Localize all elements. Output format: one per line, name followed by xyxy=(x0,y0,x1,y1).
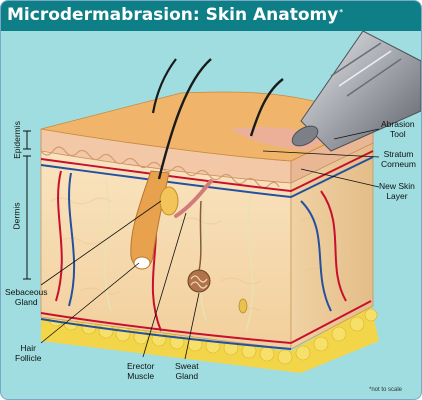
title-bar: Microdermabrasion: Skin Anatomy* xyxy=(1,1,421,31)
sebaceous-gland xyxy=(159,186,179,216)
abrasion-tool-illustration xyxy=(291,31,421,152)
fat-layer xyxy=(41,301,379,373)
minor-gland xyxy=(238,298,248,314)
hair-shaft xyxy=(151,58,177,114)
callout-lines xyxy=(40,128,380,360)
stratum-corneum-label: Stratum Corneum xyxy=(381,149,416,169)
nerve-fibers xyxy=(104,180,254,332)
hair-follicle xyxy=(130,58,212,270)
page-title: Microdermabrasion: Skin Anatomy* xyxy=(7,5,344,25)
erector-muscle-label: Erector Muscle xyxy=(127,361,155,381)
epidermis-label: Epidermis xyxy=(11,121,22,159)
not-to-scale-note: *not to scale xyxy=(369,387,403,393)
hair-shaft xyxy=(249,78,284,137)
sweat-gland-label: Sweat Gland xyxy=(175,361,199,381)
erector-muscle xyxy=(174,179,213,218)
sweat-gland xyxy=(187,200,211,293)
dermis-label: Dermis xyxy=(11,202,22,230)
sebaceous-gland-label: Sebaceous Gland xyxy=(5,287,48,307)
layer-brackets xyxy=(23,130,31,280)
new-skin-layer-label: New Skin Layer xyxy=(379,181,415,201)
abrasion-tool-label: Abrasion Tool xyxy=(381,119,415,139)
skin-anatomy-illustration xyxy=(23,31,421,373)
hair-follicle-label: Hair Follicle xyxy=(15,343,42,363)
title-marker: * xyxy=(339,8,344,16)
